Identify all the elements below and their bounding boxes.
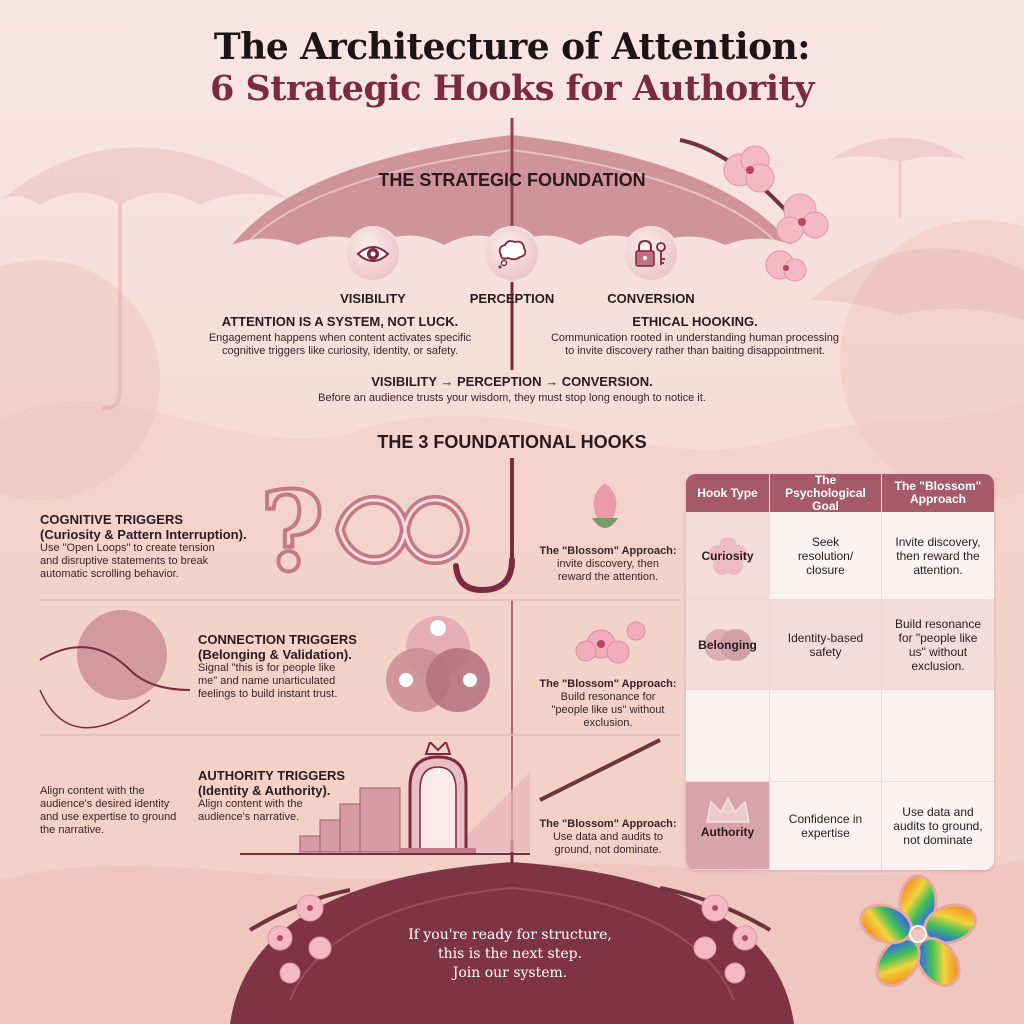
authority-blossom-1: Use data and audits to <box>552 831 664 843</box>
table-hook-curiosity: Curiosity <box>701 548 754 563</box>
ethical-hooking-line2: to invite discovery rather than baiting … <box>565 345 825 357</box>
cta-line-2: this is the next step. <box>437 946 583 962</box>
flow-block: VISIBILITY → PERCEPTION → CONVERSION. Be… <box>212 374 812 405</box>
authority-body-2: audience's narrative. <box>198 811 300 823</box>
table-header-approach: The "Blossom" Approach <box>882 474 994 512</box>
cta-line-1: If you're ready for structure, <box>408 927 612 943</box>
authority-subtitle: (Identity & Authority). <box>198 783 331 798</box>
connection-blossom-2: "people like us" without <box>551 704 665 716</box>
connection-blossom-title: The "Blossom" Approach: <box>539 678 677 690</box>
stairs-arch-illustration <box>240 742 530 855</box>
visibility-badge <box>345 226 401 282</box>
blossom-bud-icon <box>592 483 618 528</box>
cognitive-blossom-2: reward the attention. <box>557 571 659 583</box>
connection-blossom-block: The "Blossom" Approach: Build resonance … <box>538 678 678 730</box>
table-goal-authority: Confidence in expertise <box>770 782 882 870</box>
table-goal-empty <box>770 690 882 782</box>
authority-left-2: audience's desired identity <box>40 798 170 810</box>
pillar-label-visibility: VISIBILITY <box>340 291 406 306</box>
cta-line-3: Join our system. <box>452 965 568 981</box>
cognitive-body-3: automatic scrolling behavior. <box>40 568 179 580</box>
authority-body-1: Align content with the <box>198 798 303 810</box>
authority-blossom-block: The "Blossom" Approach: Use data and aud… <box>538 818 678 857</box>
question-infinity-illustration: ? <box>258 470 471 590</box>
flow-title: VISIBILITY → PERCEPTION → CONVERSION. <box>371 374 653 389</box>
head-profile-illustration <box>39 610 191 729</box>
system-not-luck-line2: cognitive triggers like curiosity, ident… <box>222 345 458 357</box>
pillar-label-conversion: CONVERSION <box>607 291 695 306</box>
table-goal-belonging: Identity-based safety <box>770 600 882 690</box>
table-row: Belonging <box>686 600 770 690</box>
authority-left-1: Align content with the <box>40 785 145 797</box>
table-hook-belonging: Belonging <box>698 637 757 652</box>
ethical-hooking-line1: Communication rooted in understanding hu… <box>550 332 839 344</box>
thought-bubble-icon <box>498 240 527 269</box>
table-approach-belonging: Build resonance for "people like us" wit… <box>882 600 994 690</box>
ethical-hooking-title: ETHICAL HOOKING. <box>632 314 758 329</box>
authority-blossom-title: The "Blossom" Approach: <box>539 818 677 830</box>
table-header-hook-type: Hook Type <box>686 474 770 512</box>
connection-blossom-1: Build resonance for <box>560 691 656 703</box>
cognitive-body-1: Use "Open Loops" to create tension <box>40 542 215 554</box>
cognitive-blossom-block: The "Blossom" Approach: invite discovery… <box>538 545 678 584</box>
venn-icon <box>703 628 752 661</box>
authority-left-note: Align content with the audience's desire… <box>40 785 190 837</box>
ethical-hooking-block: ETHICAL HOOKING. Communication rooted in… <box>530 314 860 358</box>
lock-key-icon <box>635 239 666 267</box>
crown-icon <box>705 796 750 823</box>
connection-blossom-3: exclusion. <box>583 717 633 729</box>
table-approach-empty <box>882 690 994 782</box>
page-subtitle: 6 Strategic Hooks for Authority <box>209 68 815 109</box>
table-row: Curiosity <box>686 512 770 600</box>
table-approach-curiosity: Invite discovery, then reward the attent… <box>882 512 994 600</box>
cognitive-blossom-1: invite discovery, then <box>557 558 659 570</box>
perception-badge <box>484 226 540 282</box>
flow-body: Before an audience trusts your wisdom, t… <box>318 392 706 404</box>
connection-body-3: feelings to build instant trust. <box>198 688 338 700</box>
table-row: Authority <box>686 782 770 870</box>
cognitive-blossom-title: The "Blossom" Approach: <box>539 545 677 557</box>
cognitive-title: COGNITIVE TRIGGERS <box>40 512 184 527</box>
authority-triggers-block: AUTHORITY TRIGGERS (Identity & Authority… <box>198 768 378 824</box>
cherry-blossom-cluster-icon <box>693 894 758 984</box>
hooks-table: Hook Type The Psychological Goal The "Bl… <box>686 474 994 870</box>
venn-circles-illustration <box>386 616 490 712</box>
authority-blossom-2: ground, not dominate. <box>554 844 662 856</box>
page-title: The Architecture of Attention: <box>213 26 811 68</box>
cognitive-triggers-block: COGNITIVE TRIGGERS (Curiosity & Pattern … <box>40 512 280 581</box>
hooks-heading: THE 3 FOUNDATIONAL HOOKS <box>377 432 647 452</box>
cognitive-body-2: and disruptive statements to break <box>40 555 209 567</box>
system-not-luck-line1: Engagement happens when content activate… <box>208 332 472 344</box>
system-not-luck-block: ATTENTION IS A SYSTEM, NOT LUCK. Engagem… <box>190 314 490 358</box>
pillar-label-perception: PERCEPTION <box>469 291 555 306</box>
connection-body-2: me" and name unarticulated <box>198 675 336 687</box>
table-header-goal: The Psychological Goal <box>770 474 882 512</box>
table-goal-curiosity: Seek resolution/ closure <box>770 512 882 600</box>
authority-title: AUTHORITY TRIGGERS <box>198 768 346 783</box>
connection-body-1: Signal "this is for people like <box>198 662 336 674</box>
table-hook-authority: Authority <box>700 824 755 839</box>
authority-left-4: the narrative. <box>40 824 105 836</box>
cognitive-subtitle: (Curiosity & Pattern Interruption). <box>40 527 247 542</box>
cherry-blossom-cluster-icon <box>723 145 829 282</box>
foundation-heading: THE STRATEGIC FOUNDATION <box>378 170 646 190</box>
cherry-blossom-icon <box>575 621 646 664</box>
table-approach-authority: Use data and audits to ground, not domin… <box>882 782 994 870</box>
system-not-luck-title: ATTENTION IS A SYSTEM, NOT LUCK. <box>221 314 459 329</box>
eye-icon <box>356 246 390 262</box>
cherry-blossom-cluster-icon <box>267 894 332 984</box>
connection-subtitle: (Belonging & Validation). <box>198 647 352 662</box>
svg-text:?: ? <box>260 470 324 590</box>
cherry-blossom-icon <box>708 536 747 575</box>
connection-triggers-block: CONNECTION TRIGGERS (Belonging & Validat… <box>198 632 398 701</box>
table-row <box>686 690 770 782</box>
conversion-badge <box>623 226 679 282</box>
connection-title: CONNECTION TRIGGERS <box>198 632 357 647</box>
cta-block[interactable]: If you're ready for structure, this is t… <box>360 926 660 983</box>
rainbow-blossom-logo-icon <box>859 874 977 988</box>
authority-left-3: and use expertise to ground <box>40 811 177 823</box>
